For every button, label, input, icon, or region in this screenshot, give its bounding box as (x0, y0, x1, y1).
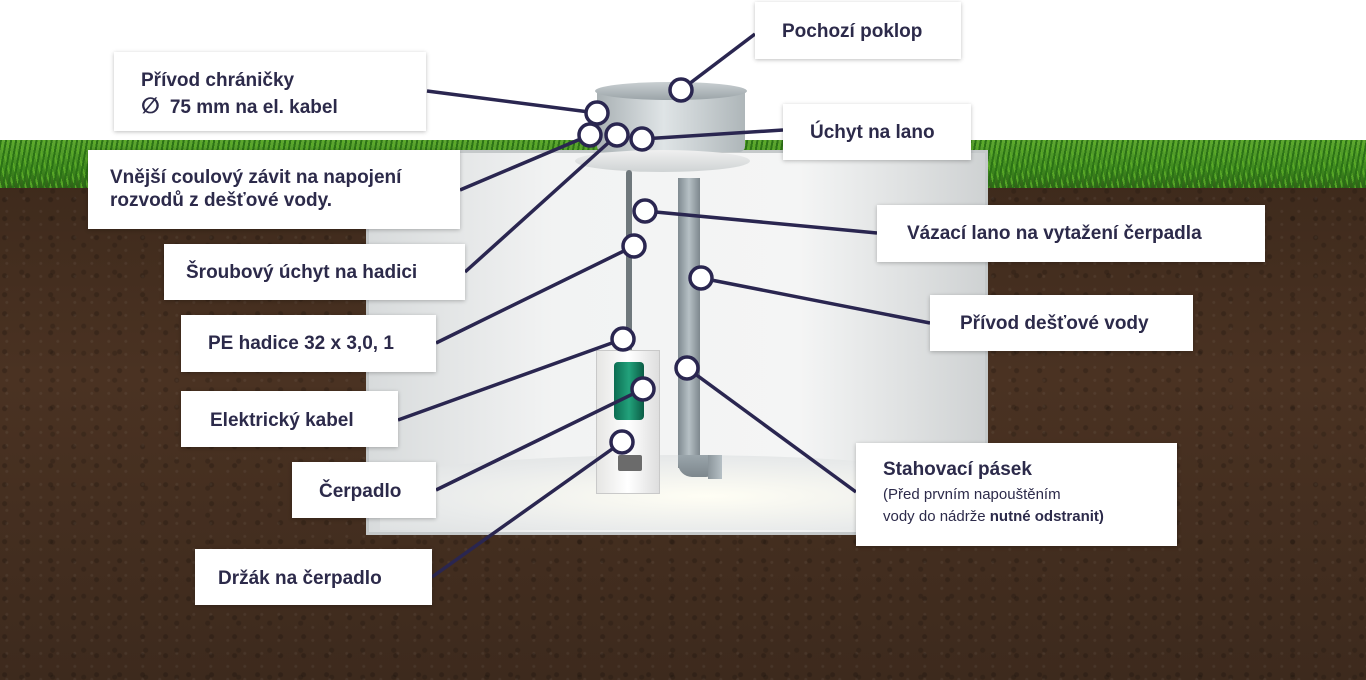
label-uchyt-na-lano: Úchyt na lano (810, 122, 935, 143)
marker-drzak (609, 429, 635, 455)
callout-cerpadlo: Čerpadlo (292, 462, 436, 518)
line-privod-destove-vody (700, 276, 931, 325)
line-pochozi-poklop (679, 32, 757, 92)
callout-uchyt-na-lano: Úchyt na lano (783, 104, 971, 160)
inflow-pipe-end (708, 455, 722, 479)
line-sroubovy-uchyt (463, 133, 619, 274)
diameter-symbol: ∅ (141, 93, 160, 118)
marker-pochozi-poklop (668, 77, 694, 103)
marker-privod-chranicky (584, 100, 610, 126)
label-stahovaci-pasek: Stahovací pásek (883, 459, 1032, 480)
callout-privod-destove-vody: Přívod dešťové vody (930, 295, 1193, 351)
label-stahovaci-note-2-bold: nutné odstranit) (989, 508, 1104, 525)
callout-drzak-na-cerpadlo: Držák na čerpadlo (195, 549, 432, 605)
marker-vnejsi-zavit (577, 122, 603, 148)
marker-sroubovy-uchyt (604, 122, 630, 148)
line-drzak (430, 440, 624, 579)
label-vnejsi-zavit-1: Vnější coulový závit na napojení (110, 167, 402, 188)
label-stahovaci-note-2-prefix: vody do nádrže (883, 508, 990, 525)
line-stahovaci-pasek (685, 366, 858, 494)
label-stahovaci-note-2: vody do nádrže nutné odstranit) (883, 506, 1177, 528)
label-vnejsi-zavit-2: rozvodů z dešťové vody. (110, 190, 333, 211)
label-cerpadlo: Čerpadlo (319, 481, 402, 502)
callout-vazaci-lano: Vázací lano na vytažení čerpadla (877, 205, 1265, 262)
marker-privod-destove-vody (688, 265, 714, 291)
label-vazaci-lano: Vázací lano na vytažení čerpadla (907, 223, 1202, 244)
label-pe-hadice: PE hadice 32 x 3,0, 1 (208, 333, 394, 354)
marker-cerpadlo (630, 376, 656, 402)
label-sroubovy-uchyt: Šroubový úchyt na hadici (186, 262, 418, 283)
pe-hose (626, 170, 632, 360)
callout-pe-hadice: PE hadice 32 x 3,0, 1 (181, 315, 436, 372)
callout-elektricky-kabel: Elektrický kabel (181, 391, 398, 447)
line-elektricky-kabel (397, 337, 624, 422)
label-elektricky-kabel: Elektrický kabel (210, 410, 354, 431)
line-cerpadlo (435, 387, 644, 492)
marker-uchyt-na-lano (629, 126, 655, 152)
marker-vazaci-lano (632, 198, 658, 224)
marker-elektricky-kabel (610, 326, 636, 352)
label-privod-chranicky-1: Přívod chráničky (141, 70, 295, 91)
line-vazaci-lano (644, 209, 878, 235)
label-drzak-na-cerpadlo: Držák na čerpadlo (218, 568, 382, 589)
callout-privod-chranicky: Přívod chráničky ∅ 75 mm na el. kabel (114, 52, 426, 131)
pump-base (618, 455, 642, 471)
line-privod-chranicky (426, 89, 598, 115)
label-privod-chranicky-2: ∅ 75 mm na el. kabel (141, 93, 426, 120)
callout-pochozi-poklop: Pochozí poklop (755, 2, 961, 59)
neck-plate (575, 150, 750, 172)
marker-stahovaci-pasek (674, 355, 700, 381)
inflow-pipe (678, 178, 700, 468)
line-vnejsi-zavit (459, 133, 591, 192)
callout-vnejsi-zavit: Vnější coulový závit na napojení rozvodů… (88, 150, 460, 229)
marker-pe-hadice (621, 233, 647, 259)
label-privod-chranicky-size: 75 mm na el. kabel (169, 97, 338, 118)
line-uchyt-na-lano (641, 128, 784, 141)
label-pochozi-poklop: Pochozí poklop (782, 21, 923, 42)
line-pe-hadice (435, 244, 635, 345)
label-privod-destove-vody: Přívod dešťové vody (960, 313, 1149, 334)
callout-sroubovy-uchyt: Šroubový úchyt na hadici (164, 244, 465, 300)
label-stahovaci-note-1: (Před prvním napouštěním (883, 486, 1061, 503)
callout-stahovaci-pasek: Stahovací pásek (Před prvním napouštěním… (856, 443, 1177, 546)
